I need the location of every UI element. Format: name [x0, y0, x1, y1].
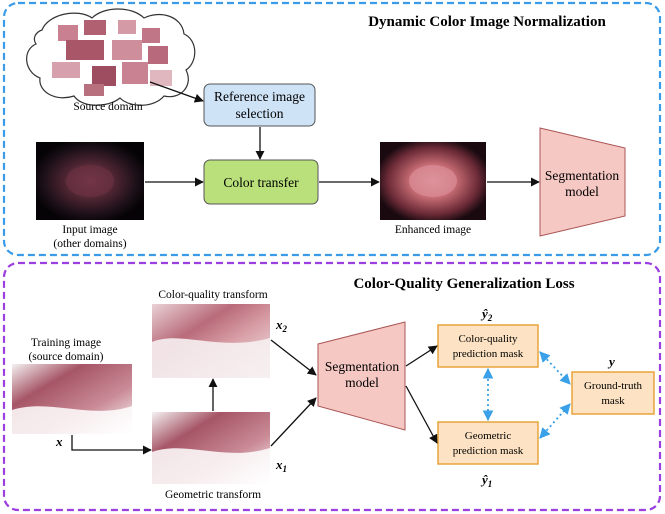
color-transfer-box [203, 159, 319, 205]
top-segmentation-model [539, 127, 626, 237]
geometric-mask-box [437, 421, 539, 465]
y-label: y [607, 354, 615, 369]
arrow-segmentation-to-geo-mask [405, 385, 438, 444]
arrow-geometric-to-segmentation [270, 397, 317, 447]
reference-selection-label-2: selection [236, 106, 284, 121]
ground-truth-label-1: Ground-truth [584, 380, 643, 392]
enhanced-image-label: Enhanced image [395, 224, 471, 236]
input-image-label-1: Input image [62, 224, 117, 236]
color-transfer-label: Color transfer [223, 175, 299, 190]
arrow-source-to-reference [149, 81, 204, 103]
training-image-label-2: (source domain) [28, 351, 103, 363]
color-quality-mask-box [437, 324, 539, 368]
top-segmentation-label-1: Segmentation [545, 168, 619, 183]
source-domain-label: Source domain [73, 101, 143, 113]
color-quality-mask-label-1: Color-quality [458, 333, 518, 345]
bottom-segmentation-label-2: model [345, 375, 379, 390]
dotted-arrow-geo-gt [539, 403, 571, 439]
color-quality-mask-label-2: prediction mask [453, 348, 524, 360]
enhanced-image-detail [409, 165, 457, 197]
geometric-image-detail [152, 448, 270, 484]
arrow-training-to-geometric [71, 435, 152, 455]
y-hat-2-label: ŷ2 [480, 306, 493, 323]
bottom-segmentation-model [317, 321, 406, 431]
top-panel-title: Dynamic Color Image Normalization [368, 14, 606, 30]
dotted-arrow-cq-gt [539, 351, 571, 385]
arrow-color-quality-to-segmentation [270, 339, 317, 376]
source-domain-cloud [26, 8, 196, 106]
geometric-transform-label: Geometric transform [165, 489, 261, 501]
bottom-panel-border [2, 261, 662, 512]
input-image-detail [66, 165, 114, 197]
x2-label: x2 [275, 317, 288, 334]
bottom-segmentation-label-1: Segmentation [325, 359, 399, 374]
color-quality-image-detail [152, 338, 270, 378]
top-panel-border [2, 1, 662, 257]
ground-truth-mask-box [571, 371, 655, 415]
training-image-label-1: Training image [31, 337, 101, 349]
bottom-panel-title: Color-Quality Generalization Loss [353, 276, 574, 292]
training-image-detail [12, 406, 132, 434]
color-quality-transform-label: Color-quality transform [158, 289, 267, 301]
x-label: x [55, 434, 63, 449]
reference-selection-label-1: Reference image [214, 89, 305, 104]
arrow-segmentation-to-cq-mask [405, 345, 438, 367]
top-segmentation-label-2: model [565, 184, 599, 199]
geometric-mask-label-2: prediction mask [453, 445, 524, 457]
geometric-mask-label-1: Geometric [465, 430, 512, 442]
reference-selection-box [203, 83, 316, 127]
input-image-label-2: (other domains) [53, 238, 126, 250]
x1-label: x1 [275, 457, 287, 474]
ground-truth-label-2: mask [601, 395, 625, 407]
y-hat-1-label: ŷ1 [480, 472, 492, 489]
